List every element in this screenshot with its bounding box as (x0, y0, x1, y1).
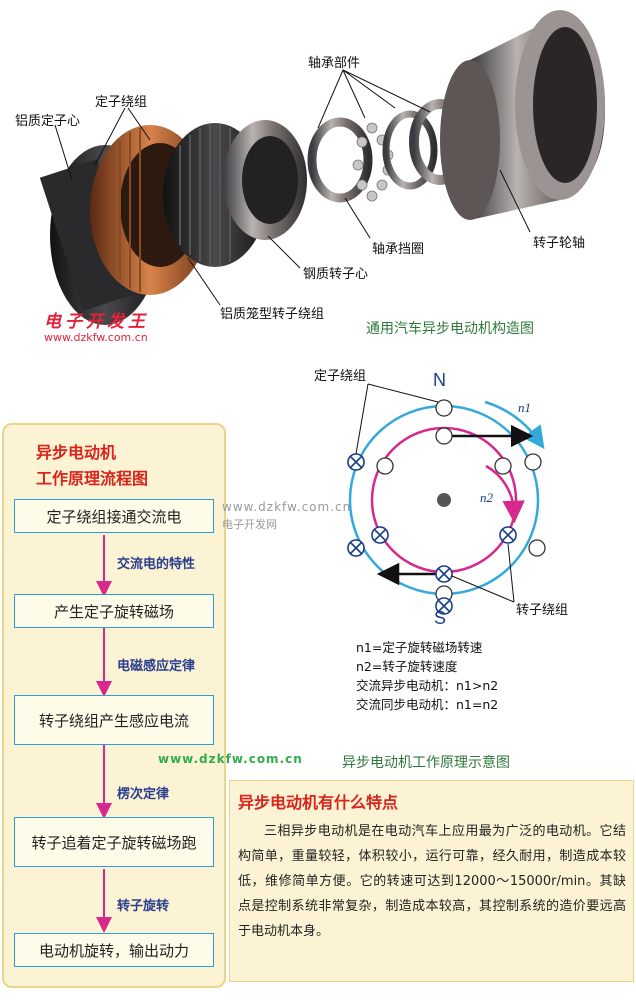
flow-arrows (96, 535, 112, 933)
schematic-rotor-label: 转子绕组 (516, 603, 568, 618)
flow-transition-4: 转子旋转 (117, 899, 170, 914)
n2-label: n2 (480, 490, 494, 505)
label-rotor-shaft: 转子轮轴 (533, 236, 586, 251)
north-pole-label: N (433, 370, 446, 390)
watermark-url-grey: www.dzkfw.com.cn (222, 500, 352, 514)
rotor-conductors-dot (376, 427, 512, 475)
footer-watermark: www.dzkfw.com.cn (158, 752, 303, 766)
motor-exploded-illustration (39, 10, 605, 325)
flow-step-1: 定子绕组接通交流电 (14, 499, 214, 533)
label-stator-winding: 定子绕组 (95, 95, 148, 110)
flow-transition-2: 电磁感应定律 (117, 659, 196, 674)
exploded-view-caption: 通用汽车异步电动机构造图 (366, 321, 534, 337)
rotor-conductors-cross (347, 453, 517, 615)
features-body: 三相异步电动机是在电动汽车上应用最为广泛的电动机。它结构简单，重量较轻，体积较小… (238, 824, 626, 939)
flow-step-2: 产生定子旋转磁场 (14, 594, 214, 628)
features-title: 异步电动机有什么特点 (238, 793, 399, 812)
flow-transition-1: 交流电的特性 (117, 557, 196, 572)
schematic-caption: 异步电动机工作原理示意图 (342, 755, 510, 771)
watermark-url-red: www.dzkfw.com.cn (44, 331, 148, 344)
steel-rotor-core-part (223, 120, 307, 240)
flowchart-title-line1: 异步电动机 (36, 443, 117, 462)
n2-arrow (485, 464, 525, 524)
legend-async: 交流异步电动机：n1>n2 (356, 678, 499, 693)
n1-label: n1 (518, 400, 531, 415)
flow-step-4: 转子追着定子旋转磁场跑 (14, 817, 214, 867)
legend-sync: 交流同步电动机：n1=n2 (356, 697, 499, 712)
shaft-center (437, 493, 451, 507)
label-steel-rotor-core: 钢质转子心 (303, 267, 369, 282)
watermark-brand: 电子开发王 (44, 312, 149, 332)
label-stator-core: 铝质定子心 (15, 114, 81, 129)
flow-transition-3: 楞次定律 (117, 787, 170, 802)
features-panel: 异步电动机有什么特点 三相异步电动机是在电动汽车上应用最为广泛的电动机。它结构简… (229, 780, 634, 982)
schematic-leaders (355, 383, 515, 603)
leader-lines (54, 69, 531, 306)
n1-arrow (484, 400, 545, 450)
label-bearing-parts: 轴承部件 (308, 56, 361, 71)
flow-step-3: 转子绕组产生感应电流 (14, 695, 214, 745)
bearing-shield-part (307, 117, 373, 203)
legend-n1: n1=定子旋转磁场转速 (356, 640, 483, 655)
flowchart-panel: 异步电动机 工作原理流程图 定子绕组接通交流电 交流电的特性 产生定子旋转磁场 … (2, 423, 226, 988)
label-bearing-shield: 轴承挡圈 (372, 242, 425, 257)
exploded-view: 铝质定子心 定子绕组 轴承部件 轴承挡圈 转子轮轴 钢质转子心 铝质笼型转子绕组… (0, 0, 636, 355)
south-pole-label: S (434, 608, 446, 628)
flow-step-5: 电动机旋转，输出动力 (14, 933, 214, 967)
watermark-name-grey: 电子开发网 (222, 518, 277, 531)
principle-schematic: N S 定子绕组 转子绕组 n1 n2 (314, 369, 568, 628)
rotor-shaft-part (440, 10, 605, 220)
legend-n2: n2=转子旋转速度 (356, 659, 458, 674)
schematic-stator-label: 定子绕组 (314, 369, 366, 384)
label-cage-rotor-winding: 铝质笼型转子绕组 (220, 307, 325, 322)
flowchart-title-line2: 工作原理流程图 (36, 469, 149, 488)
